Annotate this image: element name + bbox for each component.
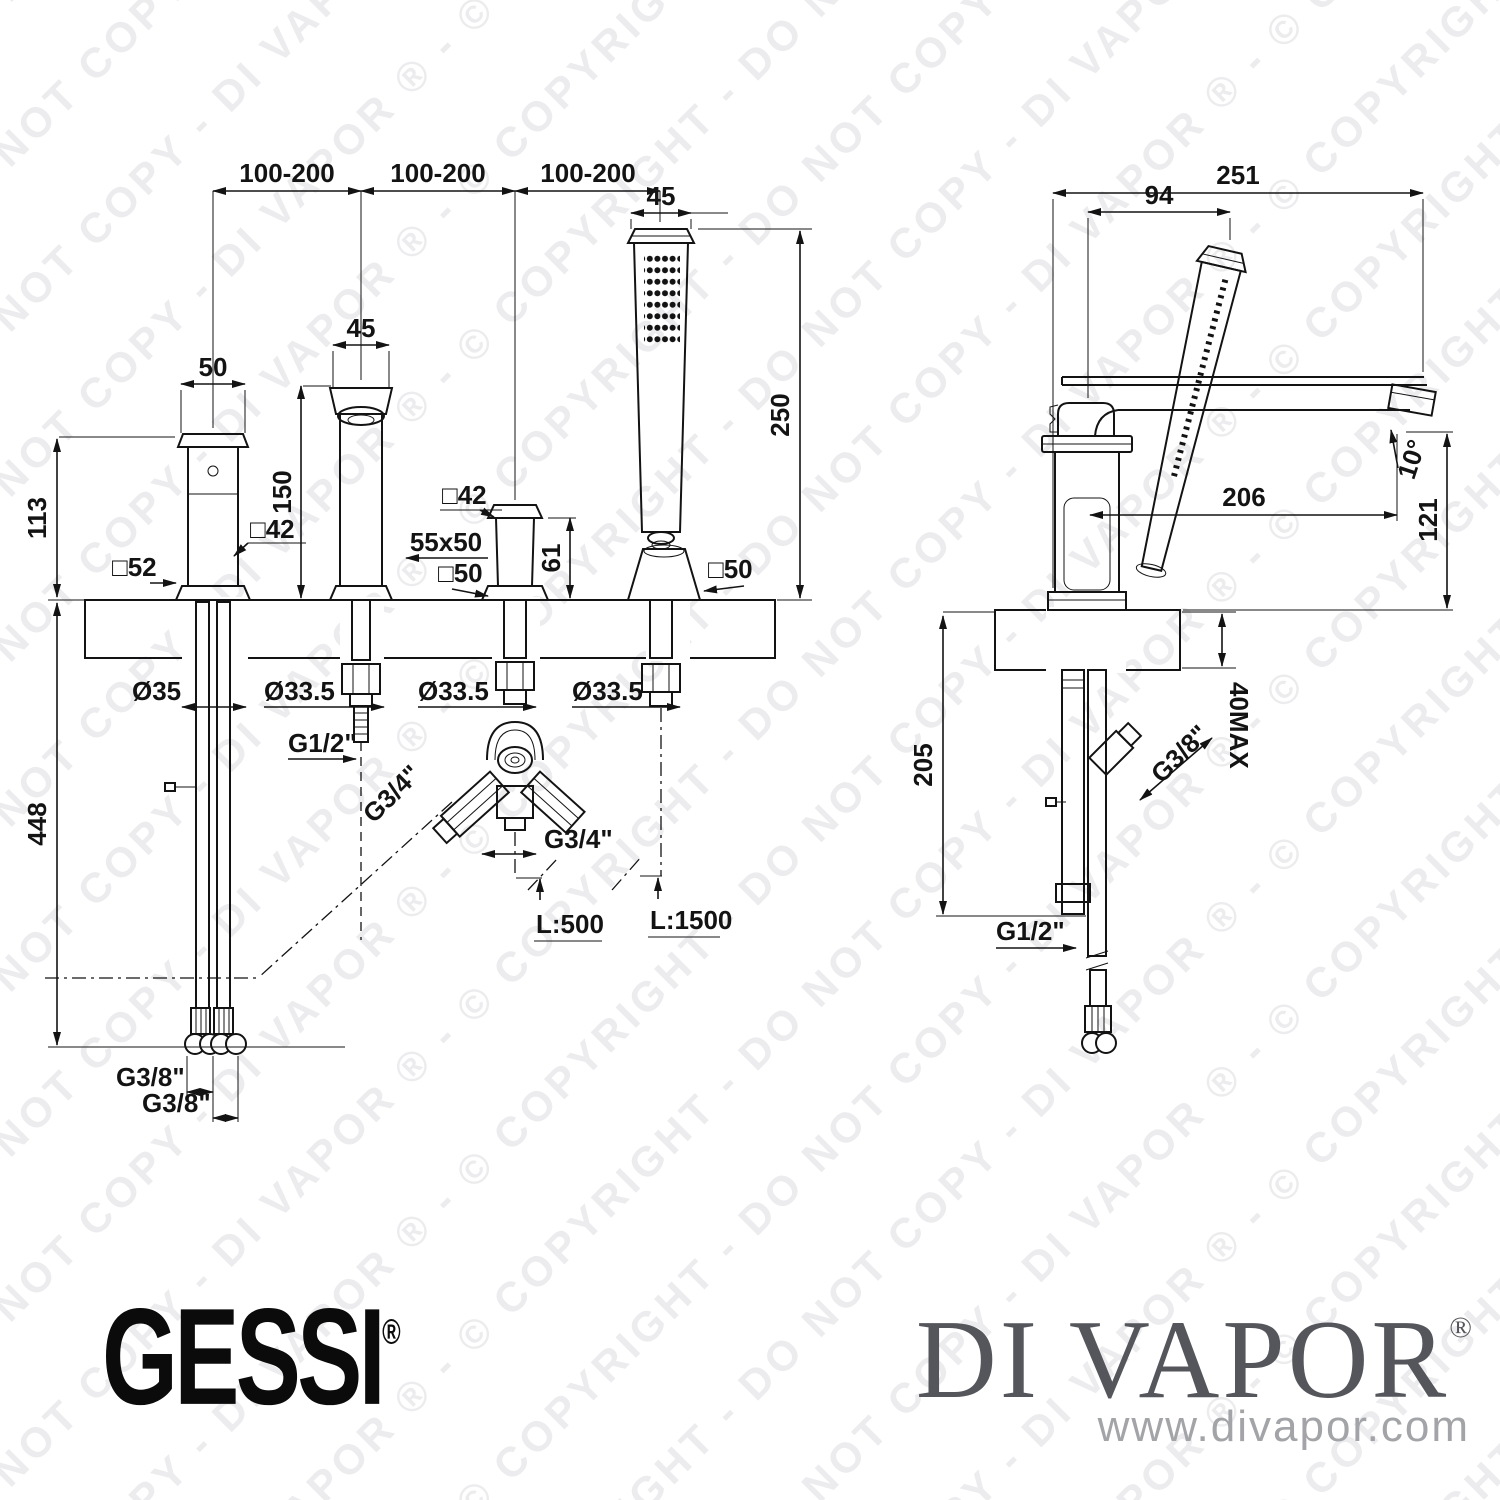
side-tailpieces	[1045, 669, 1143, 1054]
side-dimensions: 251 94 206 121 10°	[908, 160, 1453, 952]
spout-assembly	[328, 387, 394, 940]
dim-diverter-left-thread: G3/4"	[357, 759, 427, 829]
gessi-logo-text: GESSI	[102, 1280, 386, 1433]
dim-handshower-offset: 94	[1145, 180, 1174, 210]
dim-diverter-top-square: □42	[442, 480, 487, 510]
side-view: 251 94 206 121 10°	[908, 160, 1453, 1054]
handle-assembly	[164, 433, 252, 1055]
note-handshower-hose-length: L:1500	[650, 905, 732, 935]
diverter-assembly	[431, 504, 586, 877]
dim-handle-base-square: □52	[112, 552, 157, 582]
handshower-assembly	[626, 228, 702, 876]
dim-spout-outlet-height: 121	[1413, 498, 1443, 541]
dim-spout-nut-diameter: Ø33.5	[264, 676, 335, 706]
divapor-logo: DI VAPOR®	[916, 1296, 1472, 1425]
dim-hole-spacing-2: 100-200	[390, 158, 485, 188]
divapor-website: www.divapor.com	[1097, 1402, 1470, 1451]
gessi-registered-icon: ®	[382, 1312, 401, 1352]
gessi-logo: GESSI®	[102, 1278, 401, 1435]
dim-diverter-base-square: □50	[438, 558, 483, 588]
dim-handle-body-square: □42	[250, 514, 295, 544]
dim-spout-thread: G1/2"	[288, 728, 357, 758]
dim-under-counter-depth: 205	[908, 743, 938, 786]
divapor-logo-text: DI VAPOR	[915, 1298, 1450, 1422]
front-view: 100-200 100-200 100-200 45 45 50	[22, 158, 812, 1122]
counter-deck-front	[84, 597, 776, 661]
note-diverter-hose-length: L:500	[536, 909, 604, 939]
dim-diverter-bottom-thread: G3/4"	[544, 824, 613, 854]
dim-hose-connection-1: G3/8"	[116, 1062, 185, 1092]
dim-hose-drop: 448	[22, 802, 52, 845]
dim-handshower-height: 250	[765, 393, 795, 436]
spout-aerator	[1387, 383, 1437, 417]
dim-hole-spacing-3: 100-200	[540, 158, 635, 188]
dim-handshower-base-square: □50	[708, 554, 753, 584]
dim-max-counter-thickness: 40MAX	[1224, 682, 1254, 769]
dim-handshower-connection: G3/8"	[1145, 719, 1215, 789]
handshower-side	[1135, 244, 1247, 578]
dim-inlet-connection: G1/2"	[996, 916, 1065, 946]
dim-handle-height: 113	[22, 497, 52, 539]
dim-spout-width: 45	[347, 313, 376, 343]
counter-deck-side	[994, 607, 1181, 673]
dim-spout-height: 150	[267, 470, 297, 513]
dim-diverter-height: 61	[536, 544, 566, 573]
dim-hole-size: 55x50	[410, 527, 482, 557]
front-dimensions: 100-200 100-200 100-200 45 45 50	[22, 158, 812, 1122]
dim-handshower-width: 45	[647, 181, 676, 211]
faucet-body-side	[1041, 376, 1437, 611]
dim-handle-width: 50	[199, 352, 228, 382]
dim-hole-spacing-1: 100-200	[239, 158, 334, 188]
divapor-registered-icon: ®	[1449, 1311, 1472, 1344]
dim-handshower-nut-diameter: Ø33.5	[572, 676, 643, 706]
dim-spout-projection: 206	[1222, 482, 1265, 512]
dim-diverter-nut-diameter: Ø33.5	[418, 676, 489, 706]
dim-total-depth: 251	[1216, 160, 1259, 190]
dim-escutcheon-diameter: Ø35	[132, 676, 181, 706]
hose-routing-lines	[45, 801, 643, 979]
dim-hose-connection-2: G3/8"	[142, 1088, 211, 1118]
